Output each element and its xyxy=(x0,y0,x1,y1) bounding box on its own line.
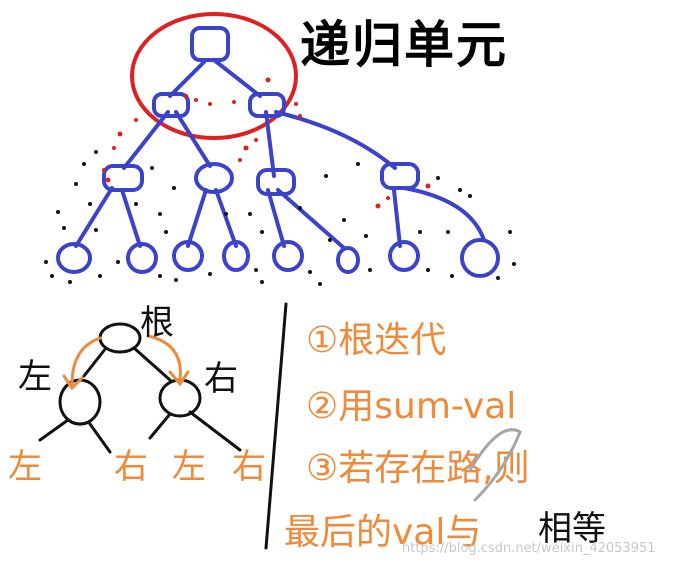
tree-node xyxy=(460,238,500,278)
right-label: 右 xyxy=(204,359,238,399)
divider-line xyxy=(264,302,288,550)
tree-node xyxy=(256,168,296,196)
note-line-2: ②用sum-val xyxy=(306,386,516,427)
note-line-1: ①根迭代 xyxy=(306,320,446,361)
note-line-3: ③若存在路,则 xyxy=(306,448,530,489)
tree-node xyxy=(336,246,360,274)
tree-node xyxy=(172,240,204,272)
top-tree-edges xyxy=(74,58,486,250)
tree-node xyxy=(194,162,234,194)
tree-node xyxy=(102,164,144,192)
tree-node xyxy=(388,240,420,272)
bottom-label-2: 右 xyxy=(114,447,148,487)
tree-node xyxy=(222,240,250,272)
tree-node xyxy=(126,242,158,274)
watermark: https://blog.csdn.net/weixin_42053951 xyxy=(402,541,656,556)
tree-node xyxy=(272,240,304,272)
small-left-node xyxy=(58,378,102,426)
note-line-4: 最后的val与 xyxy=(284,512,481,553)
bottom-label-4: 右 xyxy=(232,447,266,487)
tree-node xyxy=(56,242,92,274)
tree-node xyxy=(380,162,420,190)
root-label: 根 xyxy=(140,303,174,343)
traversal-arrows xyxy=(62,334,190,391)
title-text: 递归单元 xyxy=(300,16,508,74)
bottom-label-1: 左 xyxy=(8,447,42,487)
top-tree-nodes xyxy=(56,26,500,278)
tree-node xyxy=(248,92,286,118)
gray-scribble xyxy=(468,428,522,502)
tree-node xyxy=(152,92,190,118)
recursive-unit-circle xyxy=(130,12,298,140)
left-label: 左 xyxy=(18,357,52,397)
black-dot-marks xyxy=(44,150,516,286)
note-line-4-suffix: 相等 xyxy=(538,509,606,549)
tree-node xyxy=(190,26,230,62)
bottom-label-3: 左 xyxy=(172,447,206,487)
red-dot-marks xyxy=(102,77,431,209)
